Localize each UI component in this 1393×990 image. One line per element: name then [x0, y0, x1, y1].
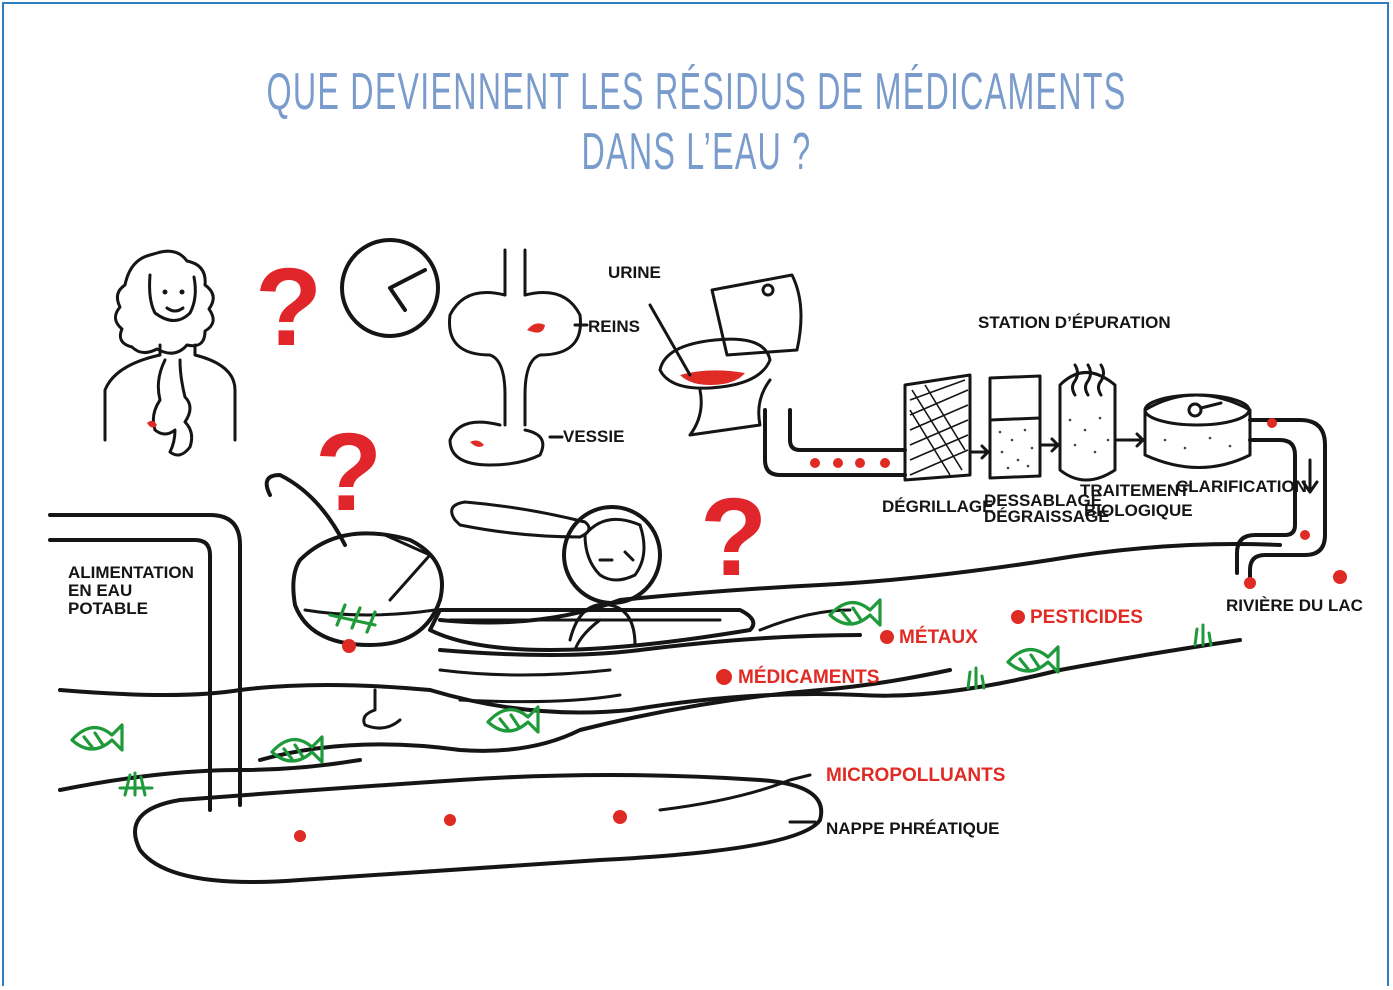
- toilet-icon: [648, 273, 803, 437]
- boat-icon: [383, 500, 756, 652]
- fish-icon: [270, 735, 324, 764]
- question-mark-1: ?: [255, 246, 322, 369]
- kidneys-icon: [448, 248, 589, 467]
- person-icon: [103, 249, 237, 457]
- sediment-dots: [998, 416, 1232, 470]
- grass-tuft: [1193, 623, 1213, 647]
- label-medicaments: MÉDICAMENTS: [738, 666, 879, 688]
- fish-icon: [828, 598, 882, 627]
- label-pesticides: PESTICIDES: [1030, 607, 1143, 628]
- label-reins: REINS: [588, 317, 640, 336]
- label-degrillage: DÉGRILLAGE: [882, 497, 993, 516]
- label-nappe: NAPPE PHRÉATIQUE: [826, 819, 1000, 838]
- pollutant-dots-pipe: [810, 458, 890, 468]
- label-riviere: RIVIÈRE DU LAC: [1226, 596, 1363, 615]
- pollutant-marker-medicaments: MÉDICAMENTS: [716, 666, 879, 688]
- pollutant-marker-metaux: MÉTAUX: [880, 626, 978, 648]
- label-traitement-1: TRAITEMENT: [1080, 481, 1190, 500]
- label-dessablage-2: DÉGRAISSAGE: [984, 507, 1110, 526]
- question-mark-3: ?: [700, 476, 767, 599]
- pollutant-marker-pesticides: PESTICIDES: [1011, 607, 1143, 628]
- label-traitement-2: BIOLOGIQUE: [1084, 501, 1193, 520]
- label-alimentation-1: ALIMENTATION: [68, 563, 194, 582]
- label-micropolluants: MICROPOLLUANTS: [826, 765, 1005, 786]
- label-metaux: MÉTAUX: [899, 626, 978, 648]
- label-clarification: CLARIFICATION: [1176, 477, 1307, 496]
- groundwater-dots: [294, 810, 627, 842]
- fish-icon: [486, 705, 540, 734]
- treatment-tanks-icon: [903, 363, 1252, 482]
- label-alimentation-2: EN EAU: [68, 581, 132, 600]
- label-dessablage-1: DESSABLAGE: [984, 491, 1102, 510]
- label-alimentation-3: POTABLE: [68, 599, 148, 618]
- page-title: QUE DEVIENNENT LES RÉSIDUS DE MÉDICAMENT…: [266, 63, 1127, 181]
- drinking-water-pipe: [48, 513, 242, 812]
- grass-tuft: [118, 771, 154, 797]
- groundwater: [133, 773, 824, 884]
- label-urine: URINE: [608, 263, 661, 282]
- label-vessie: VESSIE: [563, 427, 624, 446]
- fish-icon: [70, 723, 124, 752]
- river: [58, 542, 1282, 792]
- label-station: STATION D’ÉPURATION: [978, 313, 1171, 332]
- diver-icon: [562, 505, 662, 652]
- magnifier-icon: [264, 473, 444, 730]
- grass-tuft: [966, 666, 986, 690]
- fish-icon: [1006, 645, 1060, 674]
- clock-icon: [340, 238, 440, 338]
